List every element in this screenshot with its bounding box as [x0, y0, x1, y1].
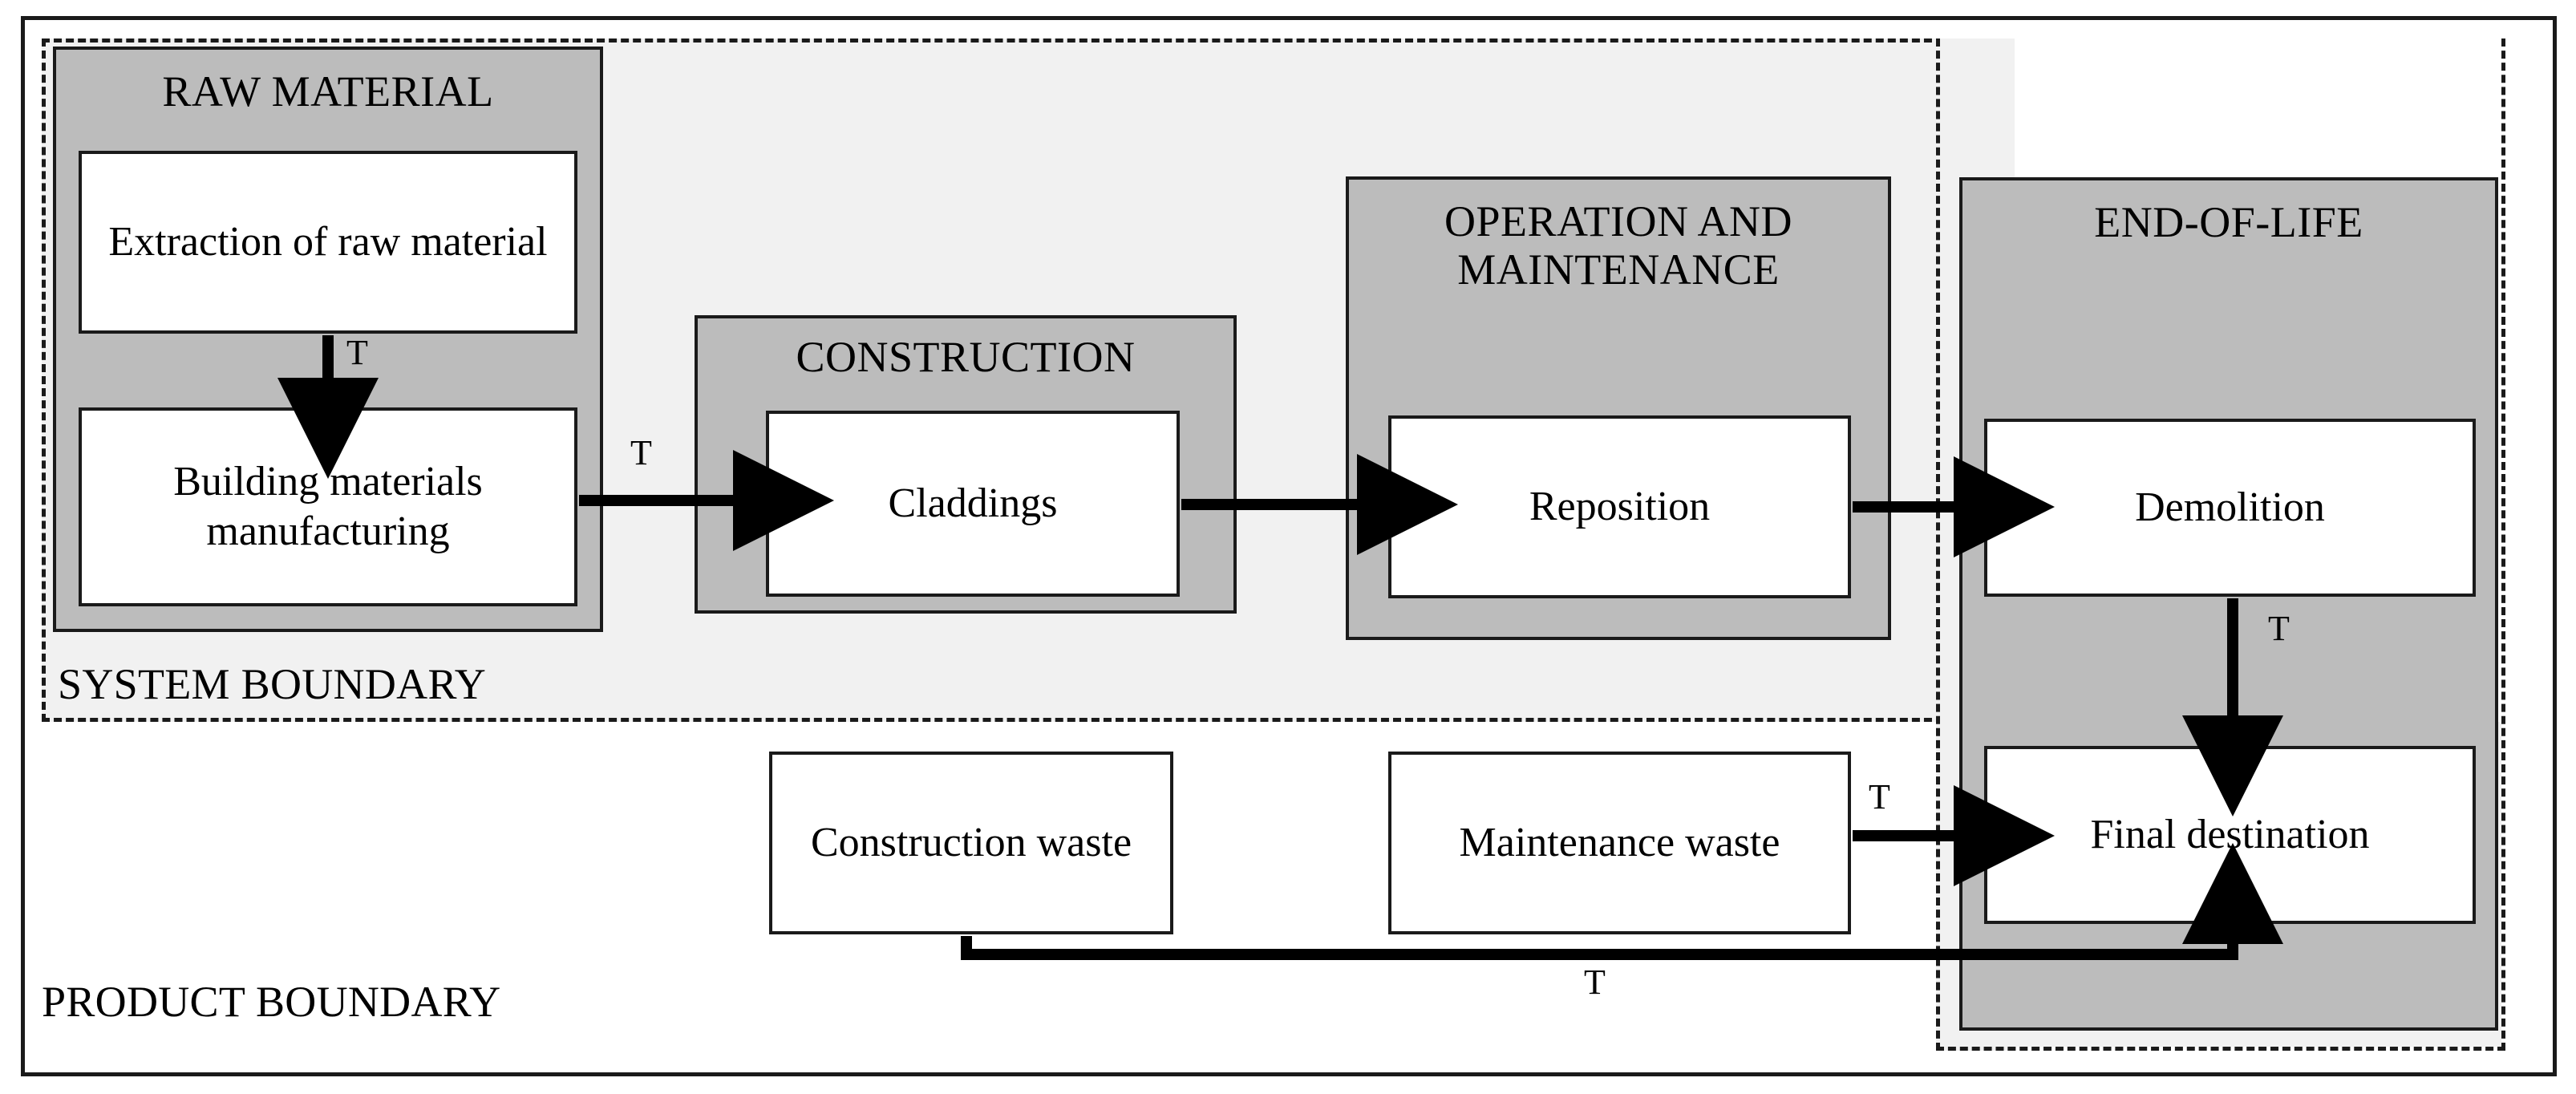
- stage-title-raw-material: RAW MATERIAL: [162, 67, 494, 115]
- product-boundary-label: PRODUCT BOUNDARY: [42, 978, 501, 1026]
- process-label-demolition: Demolition: [2135, 484, 2325, 530]
- process-label-construction-waste: Construction waste: [810, 819, 1132, 865]
- process-box-final-destination[interactable]: Final destination: [1984, 746, 2476, 924]
- process-label-final-destination: Final destination: [2090, 811, 2370, 857]
- process-label-manufacturing: Building materials manufacturing: [173, 458, 483, 554]
- process-box-extraction[interactable]: Extraction of raw material: [79, 151, 577, 334]
- process-label-claddings: Claddings: [888, 480, 1058, 526]
- process-label-reposition: Reposition: [1529, 483, 1711, 529]
- process-box-construction-waste[interactable]: Construction waste: [769, 752, 1173, 934]
- transport-label-construction-waste-to-final: T: [1584, 962, 1606, 1002]
- transport-label-manufacturing-to-claddings: T: [630, 433, 652, 472]
- stage-title-operation-maintenance: OPERATION AND MAINTENANCE: [1444, 197, 1793, 294]
- transport-label-extraction-to-manufacturing: T: [346, 333, 368, 372]
- transport-label-maintenance-waste-to-final: T: [1869, 777, 1890, 816]
- stage-title-end-of-life: END-OF-LIFE: [2094, 198, 2363, 246]
- process-box-demolition[interactable]: Demolition: [1984, 419, 2476, 597]
- process-box-manufacturing[interactable]: Building materials manufacturing: [79, 407, 577, 606]
- process-box-reposition[interactable]: Reposition: [1388, 415, 1851, 598]
- system-boundary-label: SYSTEM BOUNDARY: [58, 660, 487, 708]
- stage-title-construction: CONSTRUCTION: [796, 333, 1136, 381]
- process-box-claddings[interactable]: Claddings: [766, 411, 1180, 597]
- process-box-maintenance-waste[interactable]: Maintenance waste: [1388, 752, 1851, 934]
- process-label-extraction: Extraction of raw material: [108, 218, 548, 265]
- process-label-maintenance-waste: Maintenance waste: [1459, 819, 1780, 865]
- transport-label-demolition-to-final: T: [2268, 609, 2290, 648]
- system-boundary-right-edge: [1936, 38, 2505, 1051]
